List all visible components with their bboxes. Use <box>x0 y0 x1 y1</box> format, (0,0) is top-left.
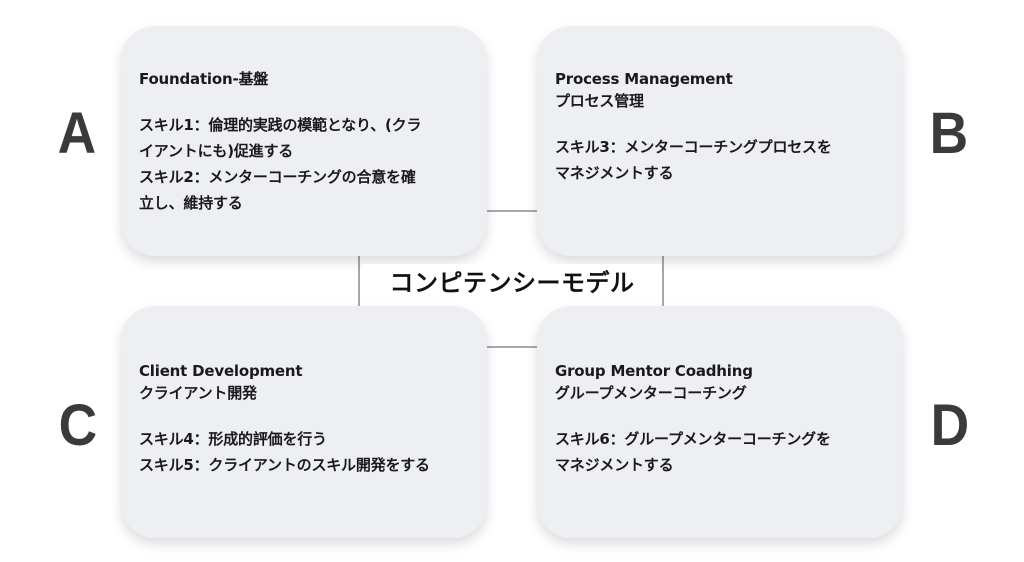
quadrant-c-title-line-1: Client Development <box>139 362 303 380</box>
quadrant-b-title-line-2: プロセス管理 <box>555 92 644 110</box>
quadrant-a-body-line-4: 立し、維持する <box>139 194 243 212</box>
quadrant-d-title-line-2: グループメンターコーチング <box>555 384 747 402</box>
quadrant-c-title-line-2: クライアント開発 <box>139 384 257 402</box>
quadrant-c-card: Client Development クライアント開発 スキル4：形成的評価を行… <box>121 306 487 538</box>
quadrant-a-title-line-1: Foundation-基盤 <box>139 70 269 88</box>
quadrant-d-body-line-2: マネジメントする <box>555 456 674 474</box>
quadrant-a-letter: A <box>57 101 97 166</box>
quadrant-d-body: スキル6：グループメンターコーチングを マネジメントする <box>555 426 883 478</box>
quadrant-b-body-line-2: マネジメントする <box>555 164 674 182</box>
quadrant-d-card: Group Mentor Coadhing グループメンターコーチング スキル6… <box>537 306 903 538</box>
center-title: コンピテンシーモデル <box>362 264 662 302</box>
quadrant-d-letter: D <box>930 393 970 458</box>
quadrant-c-title: Client Development クライアント開発 <box>139 360 467 404</box>
quadrant-d-title-line-1: Group Mentor Coadhing <box>555 362 753 380</box>
quadrant-d-title: Group Mentor Coadhing グループメンターコーチング <box>555 360 883 404</box>
quadrant-a-body-line-2: イアントにも)促進する <box>139 142 294 160</box>
quadrant-a-body: スキル1：倫理的実践の模範となり、(クラ イアントにも)促進する スキル2：メン… <box>139 112 467 216</box>
quadrant-b-letter: B <box>929 101 969 166</box>
quadrant-b-card: Process Management プロセス管理 スキル3：メンターコーチング… <box>537 26 903 256</box>
quadrant-c-body-line-1: スキル4：形成的評価を行う <box>139 430 327 448</box>
quadrant-c-letter: C <box>58 393 98 458</box>
quadrant-d-body-line-1: スキル6：グループメンターコーチングを <box>555 430 831 448</box>
quadrant-c-body-line-2: スキル5：クライアントのスキル開発をする <box>139 456 430 474</box>
quadrant-c-body: スキル4：形成的評価を行う スキル5：クライアントのスキル開発をする <box>139 426 467 478</box>
quadrant-a-body-line-3: スキル2：メンターコーチングの合意を確 <box>139 168 416 186</box>
center-frame <box>358 210 664 348</box>
quadrant-a-title: Foundation-基盤 <box>139 68 467 90</box>
quadrant-b-body: スキル3：メンターコーチングプロセスを マネジメントする <box>555 134 883 186</box>
quadrant-a-body-line-1: スキル1：倫理的実践の模範となり、(クラ <box>139 116 422 134</box>
quadrant-a-card: Foundation-基盤 スキル1：倫理的実践の模範となり、(クラ イアントに… <box>121 26 487 256</box>
quadrant-b-body-line-1: スキル3：メンターコーチングプロセスを <box>555 138 832 156</box>
quadrant-b-title-line-1: Process Management <box>555 70 733 88</box>
quadrant-b-title: Process Management プロセス管理 <box>555 68 883 112</box>
